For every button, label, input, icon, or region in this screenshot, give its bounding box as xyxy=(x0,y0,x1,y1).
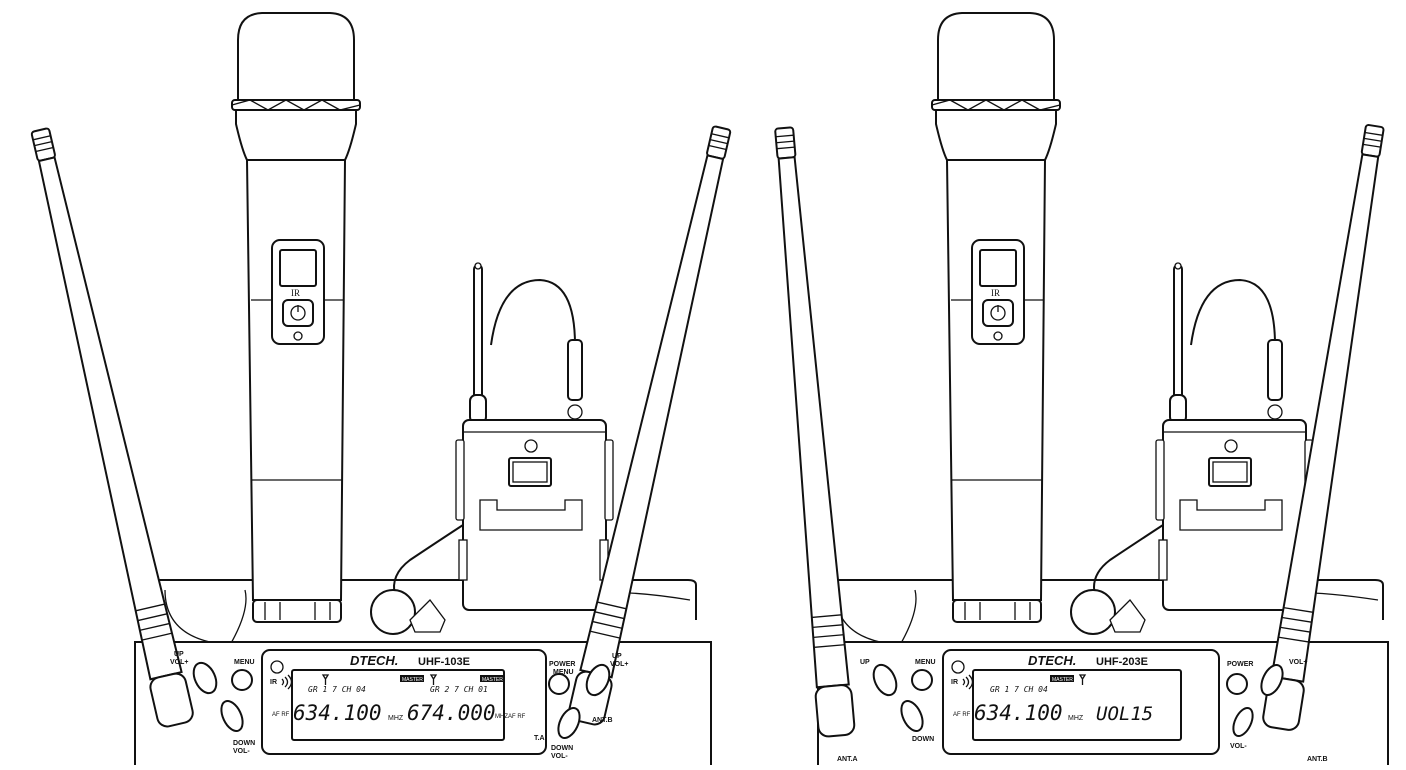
left-bodypack xyxy=(370,262,614,635)
right-up-label: UP xyxy=(860,659,870,666)
right-menu-label: MENU xyxy=(915,659,936,666)
right-product-set: ANT.A ANT.B IR DTECH. UHF-203E MASTER GR… xyxy=(765,12,1394,770)
right-lcd-ch: GR 1 7 CH 04 xyxy=(990,685,1048,694)
left-mic-ir-label: IR xyxy=(291,288,300,298)
right-volplus-button[interactable] xyxy=(1257,662,1287,699)
right-lcd-master: MASTER xyxy=(1052,677,1073,683)
right-power-label: POWER xyxy=(1227,661,1253,668)
left-power-label: POWER xyxy=(549,661,575,668)
right-lcd-mhz: MHZ xyxy=(1068,715,1084,722)
left-product-set: IR DTECH. UHF-103E GR 1 7 CH 04 MASTER G… xyxy=(21,12,741,770)
left-down-label: DOWN xyxy=(233,740,255,747)
right-menu-button[interactable] xyxy=(911,669,933,691)
left-lcd-screen xyxy=(291,669,505,741)
left-power-button[interactable] xyxy=(548,673,570,695)
left-lcd-ch1: GR 1 7 CH 04 xyxy=(308,685,366,694)
right-lcd-afrf: AF RF xyxy=(953,712,971,718)
right-brand: DTECH. xyxy=(1028,653,1076,668)
right-power-button[interactable] xyxy=(1226,673,1248,695)
right-lcd-freq: 634.100 xyxy=(974,701,1063,725)
right-volplus-label: VOL+ xyxy=(1289,659,1307,666)
left-lcd-afrf1: AF RF xyxy=(272,712,290,718)
left-down-b-label: DOWN xyxy=(551,745,573,752)
right-down-label: DOWN xyxy=(912,736,934,743)
left-lcd-master2: MASTER xyxy=(482,677,503,683)
right-up-button[interactable] xyxy=(869,661,901,698)
right-ant-b-label: ANT.B xyxy=(1307,756,1328,763)
left-menu-label: MENU xyxy=(234,659,255,666)
left-lcd-mhz1: MHZ xyxy=(388,715,404,722)
right-ir-label: IR xyxy=(951,679,958,686)
right-antenna-a xyxy=(765,125,857,739)
left-power-menu-label: MENU xyxy=(553,669,574,676)
left-volplus-label: VOL+ xyxy=(170,659,188,666)
left-lcd-ch2: GR 2 7 CH 01 xyxy=(430,685,488,694)
left-lcd-freq2: 674.000 xyxy=(407,701,496,725)
left-up-label: UP xyxy=(174,651,184,658)
left-ant-a-label: T.A xyxy=(534,735,545,742)
right-volminus-button[interactable] xyxy=(1229,705,1256,739)
left-up-button[interactable] xyxy=(189,659,221,696)
right-lcd-vol: UOL15 xyxy=(1096,703,1153,725)
right-down-button[interactable] xyxy=(897,698,927,735)
left-down-b-button[interactable] xyxy=(554,705,584,742)
left-lcd-freq1: 634.100 xyxy=(293,701,382,725)
left-volminus-b-label: VOL- xyxy=(551,753,568,760)
left-up-b-label: UP xyxy=(612,653,622,660)
left-ant-b-label: ANT.B xyxy=(592,717,613,724)
right-bodypack xyxy=(1070,262,1314,635)
right-ant-a-label: ANT.A xyxy=(837,756,858,763)
left-volminus-label: VOL- xyxy=(233,748,250,755)
left-menu-button[interactable] xyxy=(231,669,253,691)
left-ir-label: IR xyxy=(270,679,277,686)
right-mic-ir-label: IR xyxy=(991,288,1000,298)
left-brand: DTECH. xyxy=(350,653,398,668)
left-model: UHF-103E xyxy=(418,656,470,668)
left-down-button[interactable] xyxy=(217,698,247,735)
right-volminus-label: VOL- xyxy=(1230,743,1247,750)
left-antenna-a xyxy=(21,124,196,730)
left-handheld-mic xyxy=(231,12,361,623)
antenna-icon xyxy=(321,674,330,685)
left-lcd-master1: MASTER xyxy=(402,677,423,683)
left-volplus-b-label: VOL+ xyxy=(610,661,628,668)
right-lcd-screen xyxy=(972,669,1182,741)
left-up-b-button[interactable] xyxy=(582,661,614,698)
left-lcd-mhz2: MHZ xyxy=(495,714,508,720)
right-handheld-mic xyxy=(931,12,1061,623)
left-lcd-afrf2: AF RF xyxy=(508,714,526,720)
right-model: UHF-203E xyxy=(1096,656,1148,668)
